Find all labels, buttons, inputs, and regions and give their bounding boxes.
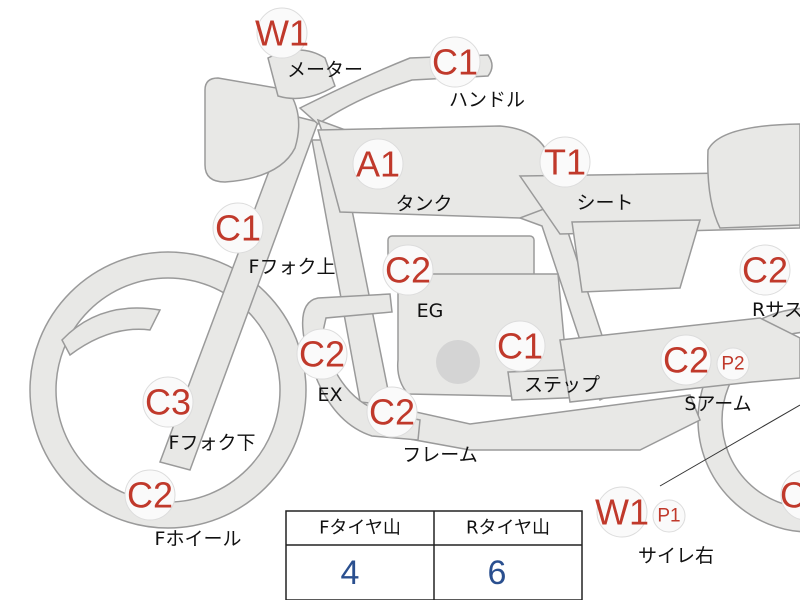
- grade-text: C3: [145, 382, 191, 423]
- label-fwheel: Fホイール: [155, 528, 242, 550]
- value-rear-tread: 6: [488, 554, 507, 592]
- front-fender: [61, 307, 162, 357]
- grade-text: A1: [356, 144, 400, 185]
- badge-meter[interactable]: W1: [255, 7, 309, 59]
- label-step: ステップ: [524, 374, 600, 396]
- label-seat: シート: [576, 192, 633, 214]
- sub-grade-text: P2: [721, 354, 744, 375]
- badge-handle[interactable]: C1: [429, 36, 481, 88]
- tire-table: Fタイヤ山 Rタイヤ山 4 6: [285, 510, 583, 600]
- grade-text: C2: [369, 392, 415, 433]
- grade-text: C2: [742, 250, 788, 291]
- label-meter: メーター: [287, 59, 363, 81]
- value-front-tread: 4: [341, 554, 360, 592]
- badge-swingarm[interactable]: C2 P2: [660, 334, 750, 386]
- grade-text: W1: [255, 13, 309, 54]
- badge-step[interactable]: C1: [494, 320, 546, 372]
- label-rsus: Rサス: [752, 299, 800, 321]
- badge-rsus[interactable]: C2: [739, 244, 791, 296]
- badge-rwheel[interactable]: C: [780, 470, 800, 520]
- label-tank: タンク: [395, 193, 452, 215]
- badge-silencer-r[interactable]: W1 P1: [595, 486, 686, 538]
- sub-grade-text: P1: [657, 506, 680, 527]
- label-silencer-r: サイレ右: [638, 545, 714, 567]
- label-ffork-lower: Fフォク下: [169, 432, 256, 454]
- front-fork: [159, 114, 319, 471]
- side-cover: [571, 219, 702, 293]
- grade-text: C2: [127, 475, 173, 516]
- grade-text: C2: [299, 334, 345, 375]
- leader-line: [659, 404, 800, 487]
- rear-cowl: [707, 123, 800, 229]
- label-handle: ハンドル: [449, 89, 525, 111]
- grade-text: W1: [595, 492, 649, 533]
- grade-text: C1: [432, 42, 478, 83]
- grade-text: C: [780, 475, 800, 516]
- badge-ffork-lower[interactable]: C3: [142, 376, 194, 428]
- headlight: [204, 77, 300, 183]
- grade-text: T1: [544, 142, 586, 183]
- badge-engine[interactable]: C2: [382, 244, 434, 296]
- badge-tank[interactable]: A1: [352, 138, 404, 190]
- badge-fwheel[interactable]: C2: [124, 469, 176, 521]
- label-exhaust: EX: [317, 384, 342, 406]
- badge-ffork-upper[interactable]: C1: [212, 202, 264, 254]
- badge-seat[interactable]: T1: [539, 136, 591, 188]
- label-engine: EG: [417, 300, 444, 322]
- label-frame: フレーム: [402, 444, 477, 466]
- engine-cover: [436, 340, 480, 384]
- badge-frame[interactable]: C2: [366, 386, 418, 438]
- header-front-tread: Fタイヤ山: [319, 518, 401, 539]
- motorcycle-illustration: [29, 49, 800, 533]
- header-rear-tread: Rタイヤ山: [466, 518, 550, 539]
- label-ffork-upper: Fフォク上: [249, 256, 336, 278]
- badge-exhaust[interactable]: C2: [296, 328, 348, 380]
- grade-text: C1: [215, 208, 261, 249]
- grade-text: C1: [497, 326, 543, 367]
- grade-text: C2: [663, 340, 709, 381]
- grade-text: C2: [385, 250, 431, 291]
- label-swingarm: Sアーム: [684, 393, 751, 415]
